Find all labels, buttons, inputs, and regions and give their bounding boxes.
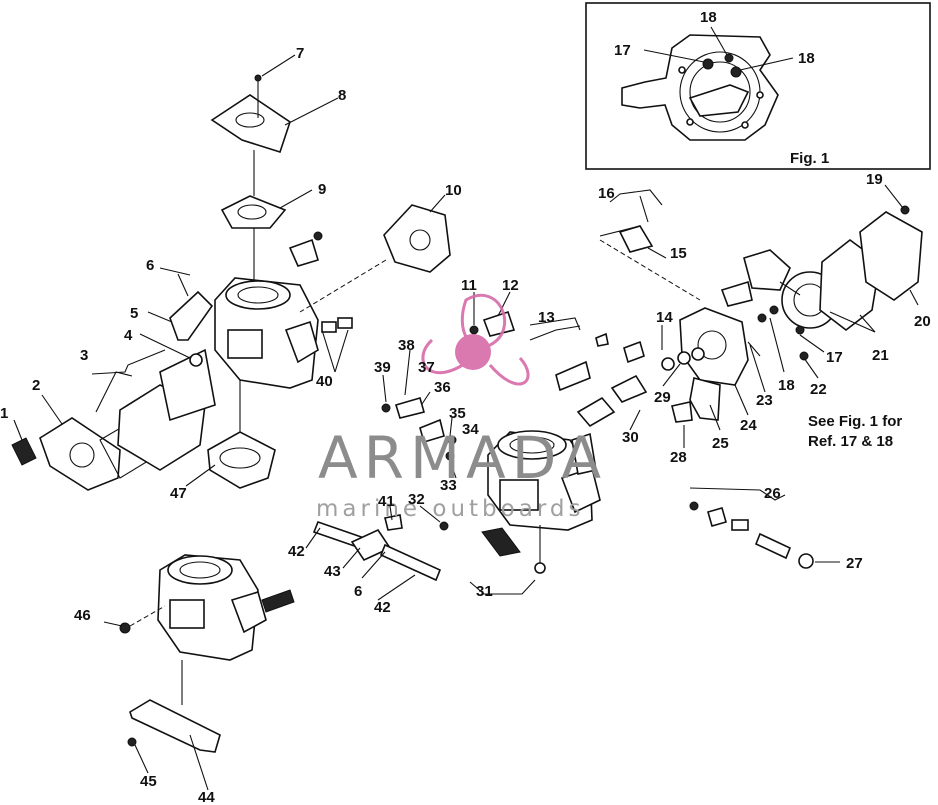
callout-2: 2 — [32, 377, 40, 394]
callout-34: 34 — [462, 421, 479, 438]
callout-17: 17 — [826, 349, 843, 366]
callout-40: 40 — [316, 373, 333, 390]
callout-9: 9 — [318, 181, 326, 198]
upper-carburetor — [207, 74, 451, 489]
callout-7: 7 — [296, 45, 304, 62]
callout-23: 23 — [756, 392, 773, 409]
note-line-1: See Fig. 1 for — [808, 413, 902, 430]
watermark-logo — [421, 293, 530, 386]
center-carburetor — [381, 310, 648, 574]
callout-37: 37 — [418, 359, 435, 376]
callout-36: 36 — [434, 379, 451, 396]
callout-3: 3 — [80, 347, 88, 364]
callout-10: 10 — [445, 182, 462, 199]
callout-42-repeat: 42 — [374, 599, 391, 616]
callout-24: 24 — [740, 417, 757, 434]
right-assembly — [599, 195, 923, 569]
callout-32: 32 — [408, 491, 425, 508]
callout-28: 28 — [670, 449, 687, 466]
callout-21: 21 — [872, 347, 889, 364]
lower-carburetor — [119, 554, 295, 753]
left-parts — [11, 273, 216, 491]
callout-22: 22 — [810, 381, 827, 398]
callout-38: 38 — [398, 337, 415, 354]
callout-8: 8 — [338, 87, 346, 104]
note-line-2: Ref. 17 & 18 — [808, 433, 893, 450]
callout-20: 20 — [914, 313, 931, 330]
callout-11: 11 — [461, 277, 477, 294]
callout-labels: 1 2 3 4 5 6 7 8 9 10 11 12 13 14 15 16 1… — [0, 45, 931, 805]
callout-30: 30 — [622, 429, 639, 446]
callout-18: 18 — [778, 377, 795, 394]
callout-27: 27 — [846, 555, 863, 572]
callout-31: 31 — [476, 583, 493, 600]
inset-callout: 17 — [614, 42, 631, 59]
callout-12: 12 — [502, 277, 519, 294]
callout-41: 41 — [378, 493, 395, 510]
leader-lines — [91, 54, 919, 791]
callout-26: 26 — [764, 485, 781, 502]
callout-14: 14 — [656, 309, 673, 326]
callout-39: 39 — [374, 359, 391, 376]
callout-45: 45 — [140, 773, 157, 790]
callout-4: 4 — [124, 327, 133, 344]
callout-6-repeat: 6 — [354, 583, 362, 600]
hoses — [312, 514, 449, 582]
callout-35: 35 — [449, 405, 466, 422]
callout-13: 13 — [538, 309, 555, 326]
callout-29: 29 — [654, 389, 671, 406]
callout-25: 25 — [712, 435, 729, 452]
callout-5: 5 — [130, 305, 138, 322]
callout-46: 46 — [74, 607, 91, 624]
inset-callout: 18 — [700, 9, 717, 26]
callout-15: 15 — [670, 245, 687, 262]
callout-43: 43 — [324, 563, 341, 580]
callout-19: 19 — [866, 171, 883, 188]
callout-44: 44 — [198, 789, 215, 805]
callout-47: 47 — [170, 485, 187, 502]
watermark-tagline: marine outboards — [316, 496, 584, 522]
figure-caption: Fig. 1 — [790, 150, 829, 167]
callout-6: 6 — [146, 257, 154, 274]
callout-16: 16 — [598, 185, 615, 202]
callout-42: 42 — [288, 543, 305, 560]
watermark-brand: ARMADA — [318, 424, 607, 492]
callout-33: 33 — [440, 477, 457, 494]
callout-1: 1 — [0, 405, 8, 422]
fig1-inset: 17 18 18 Fig. 1 — [585, 2, 931, 170]
inset-callout: 18 — [798, 50, 815, 67]
